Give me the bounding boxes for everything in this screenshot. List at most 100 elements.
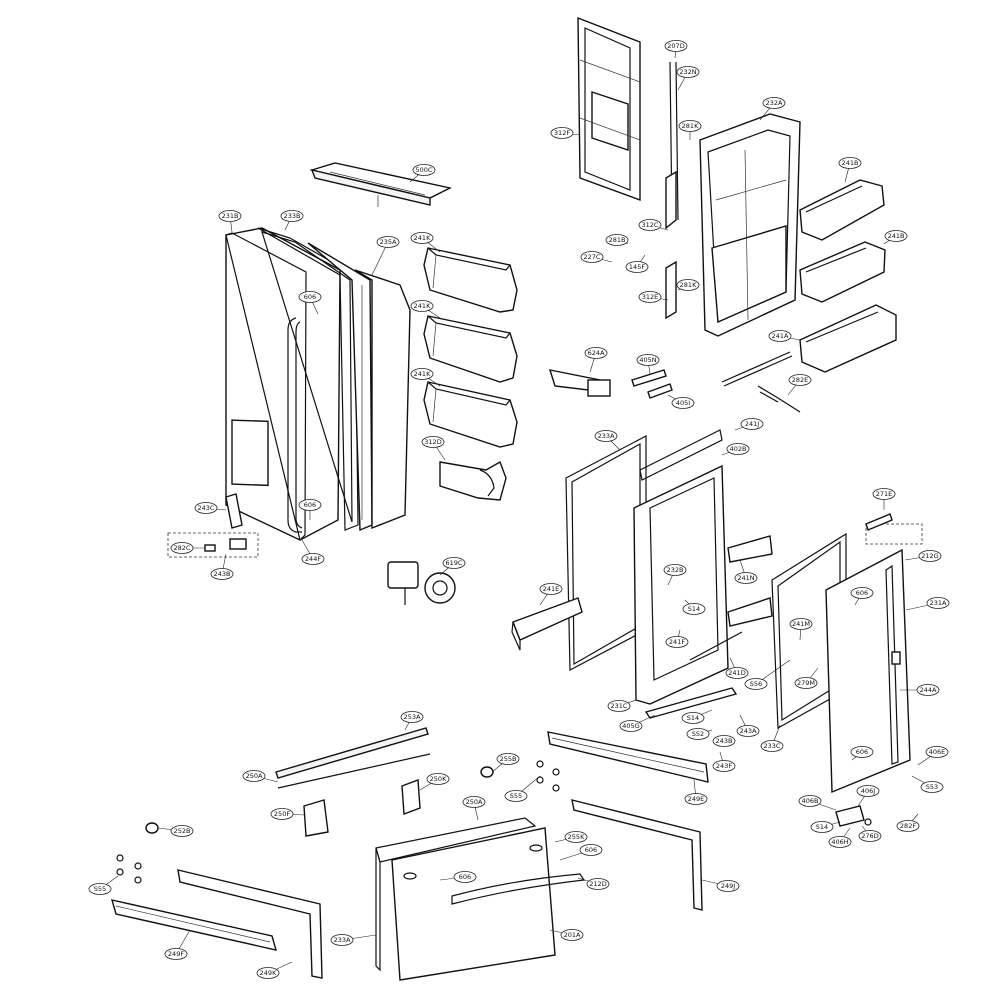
- callout-bubble: [671, 397, 695, 409]
- callout-text: 312D: [424, 438, 441, 446]
- callout-232a: 232A: [759, 97, 786, 121]
- callout-text: 249K: [260, 969, 277, 977]
- callout-241a: 241A: [768, 330, 801, 342]
- callout-bubble: [916, 684, 940, 696]
- callout-bubble: [789, 618, 813, 630]
- callout-bubble: [858, 830, 882, 842]
- callout-bubble: [794, 677, 818, 689]
- callout-text: 231A: [930, 599, 947, 607]
- callout-606: 606: [850, 587, 874, 606]
- callout-243c: 243C: [194, 502, 227, 514]
- callout-bubble: [400, 711, 424, 723]
- callout-271e: 271E: [872, 488, 896, 510]
- callout-bubble: [744, 678, 768, 690]
- callout-text: 233C: [764, 742, 781, 750]
- callout-text: 241K: [414, 302, 431, 310]
- callout-s52: S52: [686, 728, 713, 740]
- callout-312c: 312C: [638, 219, 669, 231]
- shelf-241n: [727, 535, 773, 627]
- callout-text: 619C: [446, 559, 463, 567]
- callout-249e: 249E: [684, 779, 708, 805]
- callout-bubble: [918, 550, 942, 562]
- callout-bubble: [726, 443, 750, 455]
- callout-s14: S14: [681, 709, 713, 724]
- thin-rod: [665, 61, 679, 320]
- callout-text: 249E: [688, 795, 705, 803]
- callout-bubble: [838, 157, 862, 169]
- hinge-part-243c: [225, 493, 243, 529]
- callout-bubble: [280, 210, 304, 222]
- door-bin-mid-left: [423, 315, 518, 383]
- callout-text: 241A: [772, 332, 789, 340]
- callout-276d: 276D: [858, 825, 882, 842]
- part-405n: [631, 369, 673, 399]
- callout-282f: 282F: [896, 813, 920, 832]
- callout-bubble: [164, 948, 188, 960]
- callout-text: 241F: [669, 638, 685, 646]
- callout-text: 606: [304, 501, 316, 509]
- callout-text: S14: [688, 605, 700, 613]
- callout-text: S53: [926, 783, 938, 791]
- callout-text: 212D: [589, 880, 606, 888]
- callout-text: 253A: [404, 713, 421, 721]
- callout-text: 250F: [274, 810, 290, 818]
- callout-bubble: [442, 557, 466, 569]
- callout-bubble: [564, 831, 588, 843]
- callout-255b: 255B: [491, 753, 520, 773]
- callout-405n: 405N: [636, 354, 660, 375]
- callout-406j: 406J: [856, 785, 880, 807]
- callout-bubble: [926, 597, 950, 609]
- callout-bubble: [580, 251, 604, 263]
- door-bin-mid-right: [799, 241, 886, 303]
- callout-281k: 281K: [676, 279, 700, 291]
- callout-bubble: [798, 795, 822, 807]
- callout-406h: 406H: [828, 827, 852, 848]
- callout-text: 249J: [721, 882, 735, 890]
- callout-text: 406J: [861, 787, 875, 795]
- callout-bubble: [560, 929, 584, 941]
- callout-bubble: [426, 773, 450, 785]
- callout-text: S52: [692, 730, 704, 738]
- callout-bubble: [636, 354, 660, 366]
- callout-bubble: [88, 883, 112, 895]
- callout-231a: 231A: [905, 597, 950, 611]
- callout-text: 282C: [174, 544, 191, 552]
- callout-bubble: [619, 720, 643, 732]
- callout-405i: 405I: [667, 394, 695, 409]
- callout-250a: 250A: [242, 770, 279, 783]
- door-bin-upper-left: [423, 247, 518, 313]
- callout-bubble: [210, 568, 234, 580]
- callout-145f: 145F: [625, 254, 649, 273]
- callout-bubble: [298, 291, 322, 303]
- callout-text: 606: [304, 293, 316, 301]
- callout-bubble: [884, 230, 908, 242]
- callout-212d: 212D: [577, 877, 610, 890]
- callout-bubble: [242, 770, 266, 782]
- callout-bubble: [586, 878, 610, 890]
- callout-text: 250A: [246, 772, 263, 780]
- callout-bubble: [330, 934, 354, 946]
- callout-bubble: [788, 374, 812, 386]
- callout-249j: 249J: [701, 879, 740, 892]
- callout-text: 249F: [168, 950, 184, 958]
- back-frame-312f: [577, 16, 641, 202]
- callout-bubble: [194, 502, 218, 514]
- callout-bubble: [716, 880, 740, 892]
- callout-241k: 241K: [410, 368, 441, 387]
- rail-241d: [689, 631, 743, 661]
- callout-text: S14: [687, 714, 699, 722]
- callout-text: 606: [856, 748, 868, 756]
- callout-text: 312F: [554, 129, 570, 137]
- callout-text: 243A: [740, 727, 757, 735]
- callout-text: 233A: [598, 432, 615, 440]
- tool-282e: [757, 385, 801, 413]
- callout-241b: 241B: [838, 157, 862, 183]
- hinge-kit-right: [865, 513, 923, 545]
- shelf-241e: [511, 597, 583, 651]
- filter-624a: [548, 369, 611, 397]
- screw-set-s55-right: [536, 760, 560, 792]
- callout-241n: 241N: [734, 559, 758, 584]
- callout-bubble: [410, 368, 434, 380]
- knob-255b: [480, 766, 494, 778]
